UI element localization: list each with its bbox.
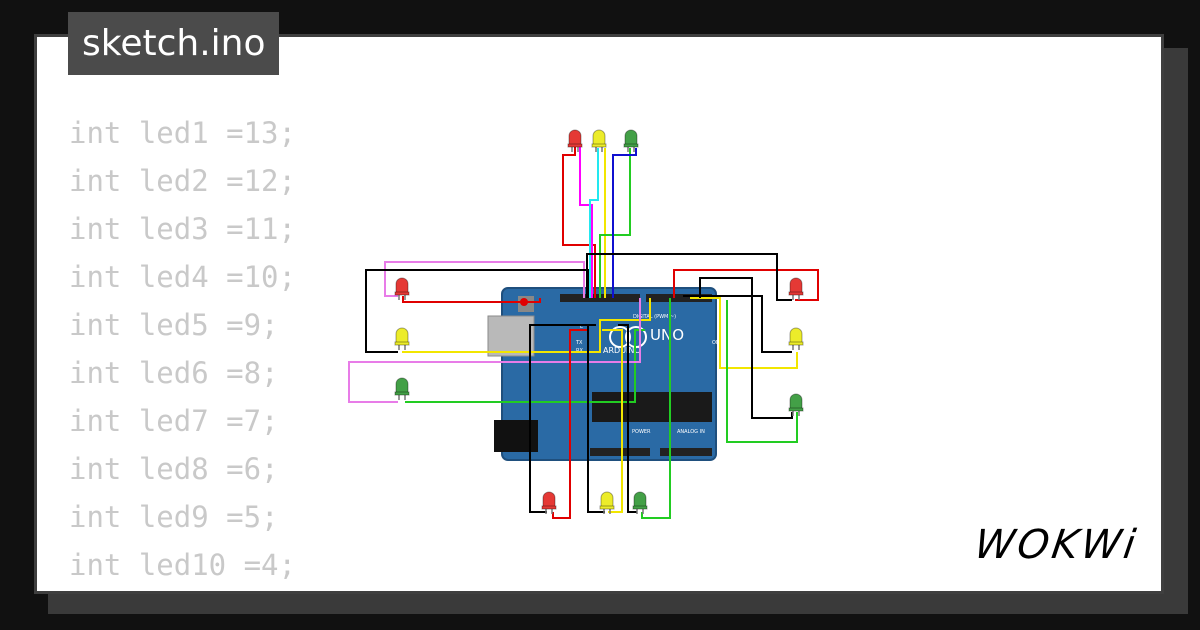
led-red[interactable] — [567, 129, 583, 152]
code-line: int led9 =5; — [69, 500, 279, 534]
led-yellow[interactable] — [591, 129, 607, 152]
led-green[interactable] — [788, 393, 804, 416]
code-preview: int led1 =13; int led2 =12; int led3 =11; i… — [69, 109, 296, 591]
l-label: L — [580, 324, 583, 330]
digital-label: DIGITAL (PWM ~) — [633, 314, 676, 320]
on-label: ON — [712, 340, 720, 346]
usb-port — [487, 315, 535, 357]
code-line: int led7 =7; — [69, 404, 279, 438]
power-jack — [494, 420, 538, 452]
led-green[interactable] — [394, 377, 410, 400]
led-green[interactable] — [632, 491, 648, 514]
tx-label: TX — [575, 340, 583, 346]
code-line: int led8 =6; — [69, 452, 279, 486]
led-yellow[interactable] — [599, 491, 615, 514]
led-red[interactable] — [394, 277, 410, 300]
analog-label: ANALOG IN — [677, 429, 705, 435]
file-tab[interactable]: sketch.ino — [68, 12, 280, 75]
code-line: int led1 =13; — [69, 116, 296, 150]
led-red[interactable] — [788, 277, 804, 300]
arduino-uno-board[interactable]: UNO ARDUINO DIGITAL (PWM ~) POWER ANALOG… — [487, 287, 720, 461]
code-line: int led3 =11; — [69, 212, 296, 246]
code-line: int led2 =12; — [69, 164, 296, 198]
wokwi-logo: WOKWi — [971, 522, 1142, 568]
code-line: int led10 =4; — [69, 548, 296, 582]
code-line: int led4 =10; — [69, 260, 296, 294]
microcontroller-chip — [592, 392, 712, 422]
code-line: int led5 =9; — [69, 308, 279, 342]
led-green[interactable] — [623, 129, 639, 152]
board-model-label: UNO — [650, 326, 684, 344]
code-line: int led6 =8; — [69, 356, 279, 390]
led-yellow[interactable] — [394, 327, 410, 350]
led-group — [394, 129, 804, 514]
power-label: POWER — [632, 429, 651, 435]
wires — [348, 145, 819, 519]
led-yellow[interactable] — [788, 327, 804, 350]
led-red[interactable] — [541, 491, 557, 514]
